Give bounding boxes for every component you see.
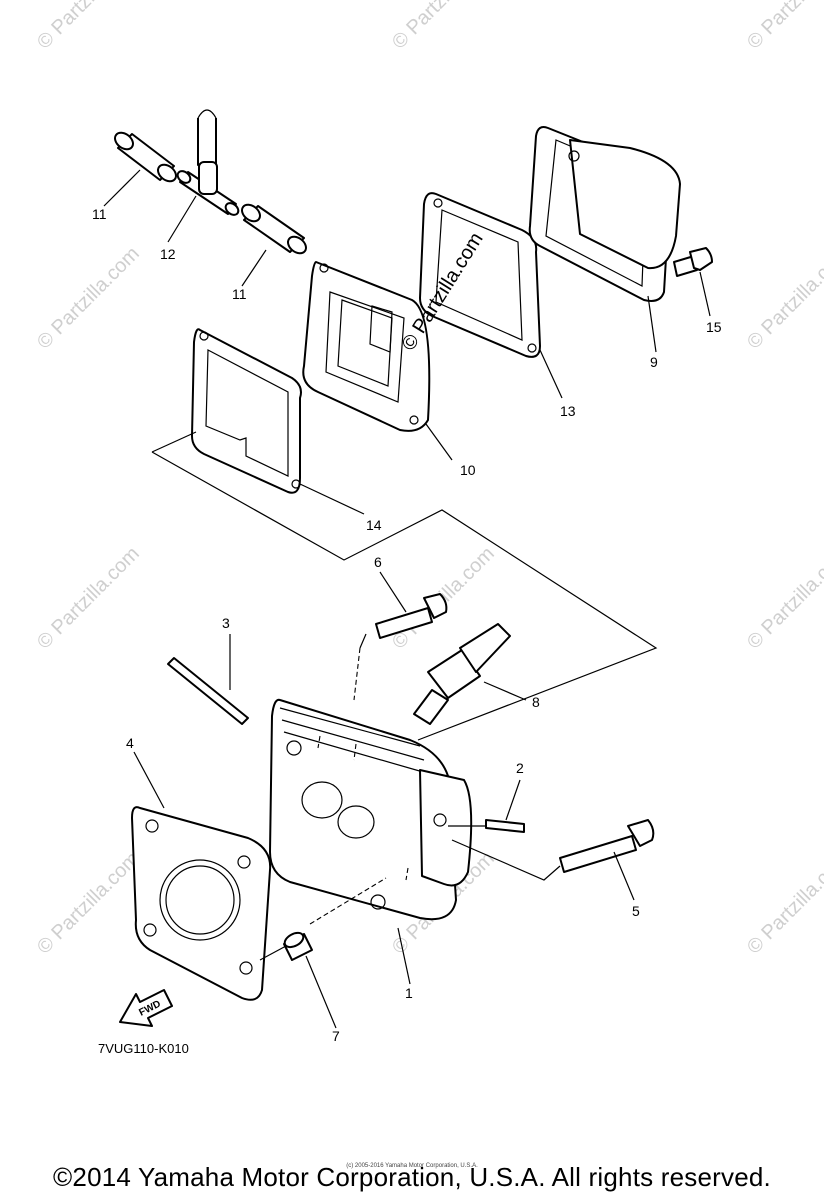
head-gasket	[131, 806, 272, 1001]
head-bolt-5	[559, 819, 655, 873]
cover-gasket	[419, 192, 541, 358]
t-joint	[176, 109, 240, 216]
callout-12: 12	[160, 246, 176, 262]
callout-2: 2	[516, 760, 524, 776]
breather-plate	[302, 261, 431, 432]
callout-7: 7	[332, 1028, 340, 1044]
fineprint: (c) 2005-2016 Yamaha Motor Corporation, …	[346, 1163, 478, 1169]
callout-5: 5	[632, 903, 640, 919]
watermark: © Partzilla.com	[33, 0, 144, 54]
hose-lower	[241, 203, 307, 255]
copyright-notice: ©2014 Yamaha Motor Corporation, U.S.A. A…	[53, 1162, 771, 1192]
callout-6: 6	[374, 554, 382, 570]
watermark: © Partzilla.com	[33, 543, 144, 654]
callout-9: 9	[650, 354, 658, 370]
callout-13: 13	[560, 403, 576, 419]
callout-15: 15	[706, 319, 722, 335]
callout-10: 10	[460, 462, 476, 478]
cylinder-head	[269, 698, 473, 921]
forward-arrow: FWD	[119, 989, 173, 1027]
stud-short	[485, 819, 525, 833]
watermark: © Partzilla.com	[743, 0, 824, 54]
callout-14: 14	[366, 517, 382, 533]
watermark: © Partzilla.com	[388, 0, 499, 54]
watermark: © Partzilla.com	[743, 243, 824, 354]
diagram-part-code: 7VUG110-K010	[98, 1041, 189, 1056]
hose-upper	[114, 131, 177, 183]
stud-long	[167, 657, 249, 725]
leader-lines	[103, 169, 711, 1029]
watermark: © Partzilla.com	[743, 543, 824, 654]
watermark: © Partzilla.com	[743, 848, 824, 959]
watermark: © Partzilla.com	[33, 848, 144, 959]
callout-1: 1	[405, 985, 413, 1001]
spark-plug	[413, 623, 511, 725]
callout-labels: 1 2 3 4 5 6 7 8 9 10 11 11 12 13 14 15	[92, 206, 722, 1044]
cover-bolt	[673, 247, 713, 277]
watermark: © Partzilla.com	[33, 243, 144, 354]
callout-11-upper: 11	[92, 206, 107, 222]
callout-3: 3	[222, 615, 230, 631]
head-bolt-6	[375, 593, 448, 639]
assembly-lines	[151, 431, 658, 961]
callout-8: 8	[532, 694, 540, 710]
callout-11-lower: 11	[232, 286, 247, 302]
callout-4: 4	[126, 735, 134, 751]
dowel-pin	[283, 931, 313, 961]
upper-gasket	[191, 328, 302, 494]
head-cover	[528, 126, 681, 302]
